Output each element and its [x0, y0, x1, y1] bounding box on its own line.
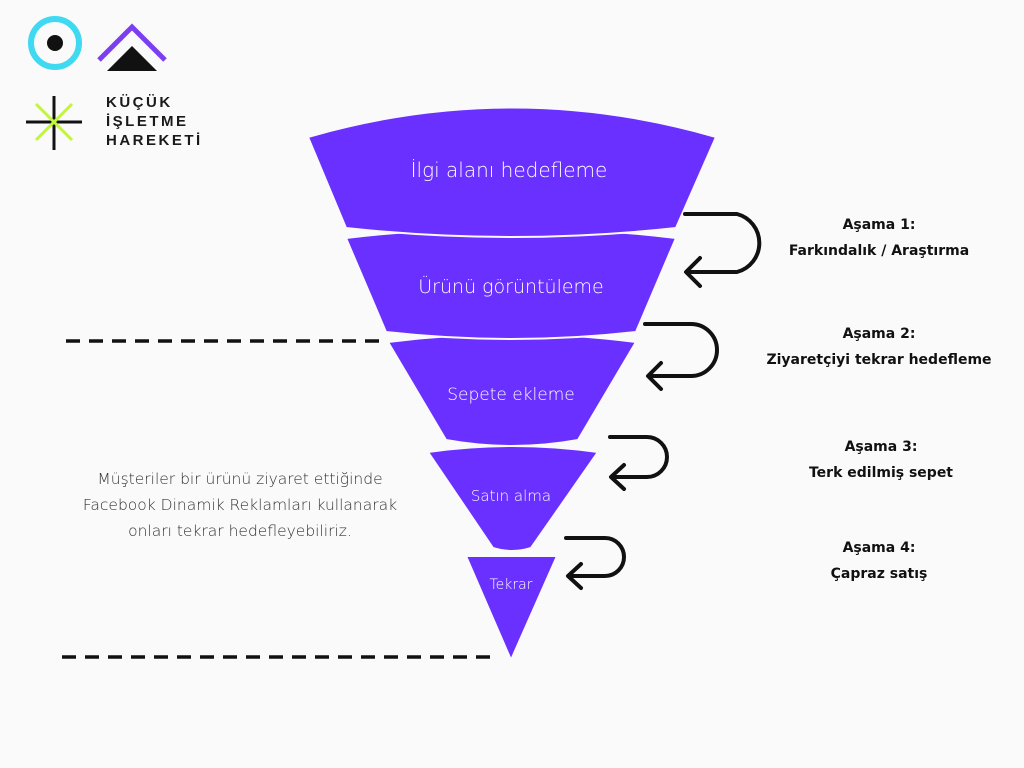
funnel-segment-tekrar: [464, 555, 559, 663]
funnel-label-urunu-goruntuleme: Ürünü görüntüleme: [418, 276, 604, 298]
stage-subtitle: Çapraz satış: [830, 566, 928, 582]
description-line: Müşteriler bir ürünü ziyaret ettiğinde: [97, 470, 383, 488]
return-arrow-icon: [643, 322, 719, 391]
circle-dot-logo-icon: [28, 16, 82, 70]
description-line: onları tekrar hedefleyebiliriz.: [128, 522, 352, 540]
funnel-segment-satin-alma: [426, 445, 600, 552]
brand-name-line1: KÜÇÜK: [106, 94, 173, 111]
brand-name-line3: HAREKETİ: [106, 132, 203, 149]
stage-3-label: Aşama 3: Terk edilmiş sepet: [761, 434, 1001, 486]
funnel-label-sepete-ekleme: Sepete ekleme: [447, 385, 575, 405]
asterisk-logo-icon: [26, 96, 82, 150]
funnel-segment-ilgi-alani: [306, 106, 718, 238]
stage-title: Aşama 4:: [842, 540, 916, 556]
description-text: Müşteriler bir ürünü ziyaret ettiğinde F…: [50, 466, 430, 544]
brand-name-line2: İŞLETME: [106, 113, 189, 130]
stage-1-label: Aşama 1: Farkındalık / Araştırma: [759, 212, 999, 264]
funnel-label-tekrar: Tekrar: [489, 577, 533, 593]
stage-title: Aşama 1:: [842, 217, 916, 233]
return-arrow-icon: [608, 435, 669, 491]
stage-4-label: Aşama 4: Çapraz satış: [759, 535, 999, 587]
funnel-label-ilgi-alani: İlgi alanı hedefleme: [410, 158, 608, 182]
stage-title: Aşama 2:: [842, 326, 916, 342]
return-arrow-icon: [564, 536, 626, 590]
stage-title: Aşama 3:: [844, 439, 918, 455]
stage-subtitle: Ziyaretçiyi tekrar hedefleme: [766, 352, 992, 368]
funnel-label-satin-alma: Satın alma: [470, 487, 552, 505]
stage-subtitle: Terk edilmiş sepet: [808, 465, 954, 481]
stage-2-label: Aşama 2: Ziyaretçiyi tekrar hedefleme: [759, 321, 999, 373]
return-arrow-icon: [683, 212, 762, 288]
stage-subtitle: Farkındalık / Araştırma: [788, 243, 970, 259]
description-line: Facebook Dinamik Reklamları kullanarak: [82, 496, 398, 514]
roof-logo-icon: [97, 23, 167, 71]
